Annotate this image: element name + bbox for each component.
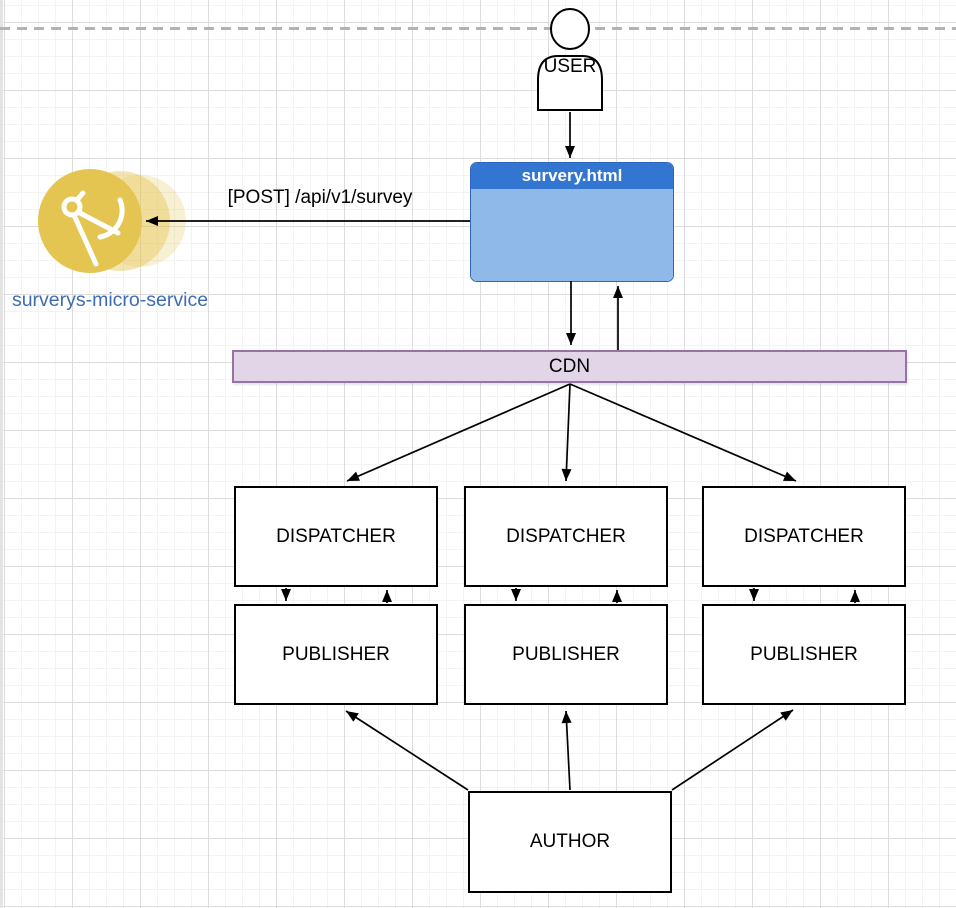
microservice-label: surverys-micro-service	[11, 289, 209, 311]
dispatcher-1-shape[interactable]: DISPATCHER	[234, 486, 438, 587]
publisher-3-shape[interactable]: PUBLISHER	[702, 604, 906, 705]
user-actor-shape[interactable]: USER	[535, 8, 605, 112]
publisher-1-shape[interactable]: PUBLISHER	[234, 604, 438, 705]
dispatcher-2-shape[interactable]: DISPATCHER	[464, 486, 668, 587]
publisher-1-label: PUBLISHER	[282, 643, 390, 665]
cdn-label: CDN	[548, 355, 591, 377]
compass-icon[interactable]	[36, 167, 186, 277]
publisher-2-shape[interactable]: PUBLISHER	[464, 604, 668, 705]
author-shape[interactable]: AUTHOR	[468, 791, 672, 893]
person-icon	[537, 8, 603, 111]
publisher-3-label: PUBLISHER	[750, 643, 858, 665]
page-divider-dashed-line	[0, 27, 956, 30]
edge-author-to-publisher-3	[671, 709, 794, 791]
author-label: AUTHOR	[529, 831, 611, 852]
user-label: USER	[543, 56, 597, 77]
dispatcher-1-label: DISPATCHER	[276, 525, 396, 547]
edge-cdn-to-dispatcher-1	[346, 383, 571, 482]
post-request-label: [POST] /api/v1/survey	[227, 187, 413, 208]
dispatcher-2-label: DISPATCHER	[506, 525, 626, 547]
publisher-2-label: PUBLISHER	[512, 643, 620, 665]
dispatcher-3-shape[interactable]: DISPATCHER	[702, 486, 906, 587]
edge-author-to-publisher-2	[561, 710, 572, 791]
edge-author-to-publisher-1	[345, 710, 469, 791]
browser-window-title: survery.html	[471, 163, 673, 189]
browser-window-shape[interactable]: survery.html	[470, 162, 674, 282]
edge-cdn-to-dispatcher-3	[569, 383, 797, 482]
cdn-shape[interactable]: CDN	[232, 350, 907, 383]
dispatcher-3-label: DISPATCHER	[744, 525, 864, 547]
canvas-left-edge	[0, 0, 3, 908]
browser-window-body	[471, 189, 673, 281]
edge-cdn-to-dispatcher-2	[561, 383, 572, 482]
